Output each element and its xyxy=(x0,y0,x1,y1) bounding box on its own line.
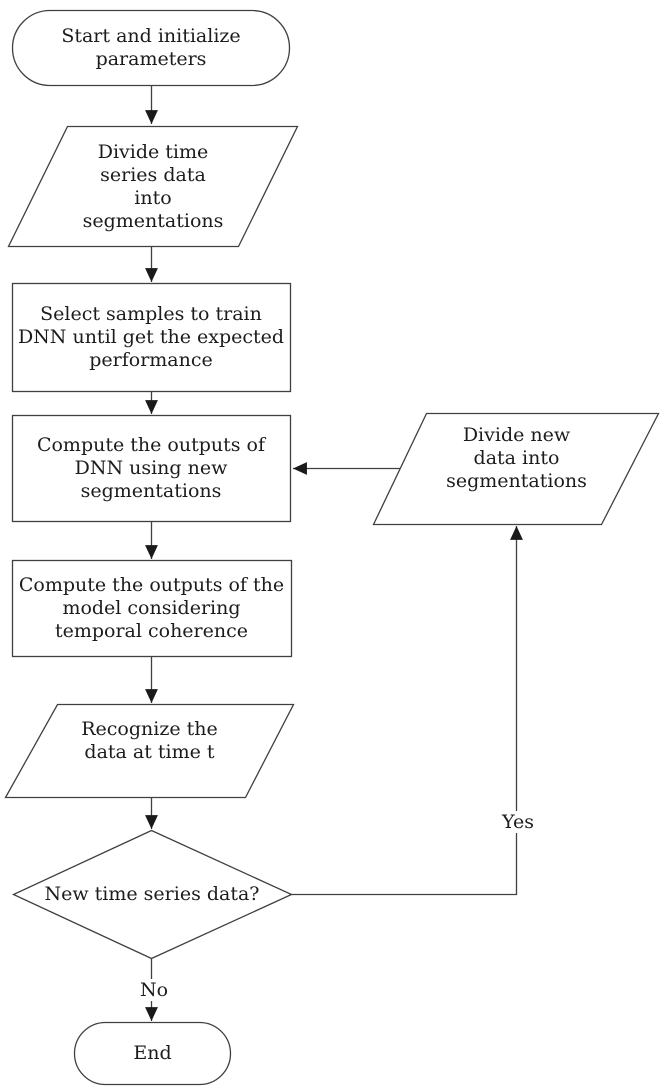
compute-model-outputs-process-shape xyxy=(11,559,293,658)
divide-time-series-parallelogram-shape xyxy=(7,125,299,248)
start-terminator-shape xyxy=(11,9,291,87)
no-edge-label: No xyxy=(136,979,172,1001)
compute-dnn-outputs-process-shape xyxy=(11,414,292,523)
divide-new-data-label: Divide new data into segmentations xyxy=(446,423,587,492)
recognize-data-label: Recognize the data at time t xyxy=(81,718,218,763)
recognize-data-parallelogram-shape xyxy=(4,703,295,799)
end-terminator-shape xyxy=(73,1021,232,1086)
edge-decision-yes-to-divide-new-arrow xyxy=(291,526,523,896)
start-label: Start and initialize parameters xyxy=(61,25,241,70)
yes-edge-label: Yes xyxy=(499,811,537,833)
divide-time-series-label: Divide time series data into segmentatio… xyxy=(82,140,224,232)
compute-model-outputs-label: Compute the outputs of the model conside… xyxy=(18,574,285,642)
train-dnn-label: Select samples to train DNN until get th… xyxy=(17,303,285,371)
new-data-decision-diamond-shape xyxy=(11,829,294,960)
train-dnn-process-shape xyxy=(11,282,292,393)
compute-dnn-outputs-label: Compute the outputs of DNN using new seg… xyxy=(36,434,266,502)
end-label: End xyxy=(133,1042,172,1064)
new-data-decision-label: New time series data? xyxy=(44,883,260,905)
divide-new-data-parallelogram-shape xyxy=(372,412,660,526)
